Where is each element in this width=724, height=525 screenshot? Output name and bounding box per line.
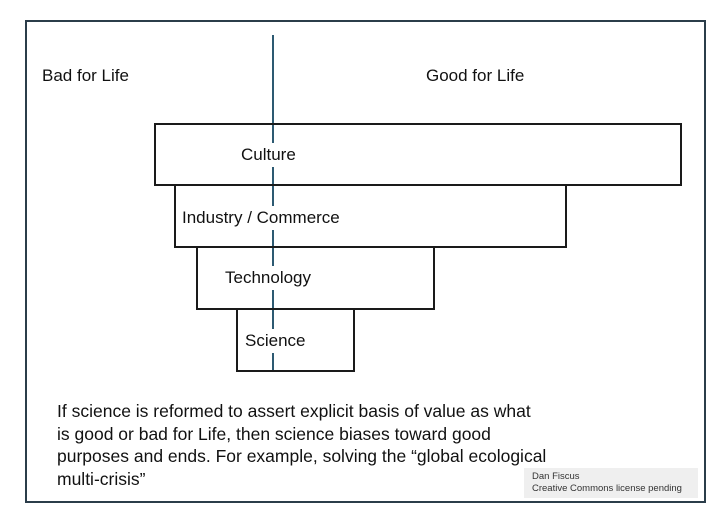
credit-license: Creative Commons license pending — [532, 483, 682, 494]
diagram-frame — [25, 20, 706, 503]
caption-text: If science is reformed to assert explici… — [57, 401, 547, 489]
credit-author: Dan Fiscus — [532, 471, 580, 482]
bad-for-life-label: Bad for Life — [42, 66, 129, 85]
culture-layer — [154, 123, 682, 186]
credit-box: Dan Fiscus Creative Commons license pend… — [524, 468, 698, 498]
good-for-life-label: Good for Life — [426, 66, 525, 85]
industry-commerce-label: Industry / Commerce — [182, 206, 340, 230]
value-axis-line — [272, 35, 274, 371]
science-label: Science — [245, 329, 306, 353]
culture-label: Culture — [241, 143, 296, 167]
science-layer — [236, 308, 355, 372]
technology-label: Technology — [225, 266, 312, 290]
